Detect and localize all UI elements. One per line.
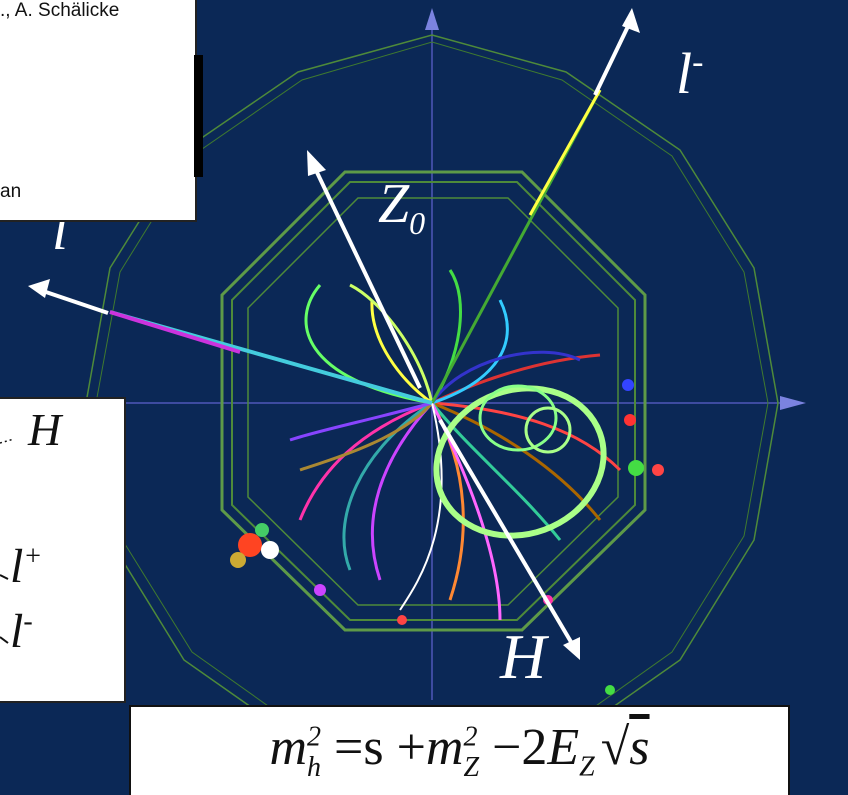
z-boson-label: Z0: [378, 172, 425, 242]
higgs-symbol: H: [500, 621, 547, 692]
higgs-label: H: [500, 620, 546, 694]
calorimeter-hits: [230, 379, 664, 695]
helix-large: [433, 385, 607, 539]
formula-sqrt: √: [600, 719, 630, 777]
helix-small: [524, 406, 572, 454]
lepton-minus-symbol: l: [676, 41, 693, 106]
axis-arrow-right: [780, 396, 806, 410]
axis-arrow-up: [425, 8, 439, 30]
formula-minus-two: −2: [479, 719, 548, 777]
formula-box: m2h =s +m2Z −2EZ√s: [129, 705, 790, 795]
feynman-higgs: H: [28, 403, 61, 456]
feynman-lepton-plus-charge: +: [23, 541, 43, 572]
feynman-lepton-minus-charge: -: [23, 606, 33, 637]
caption-box-edge: [194, 55, 203, 177]
formula-mh-index: h: [307, 751, 322, 783]
inner-detector-2: [231, 181, 636, 621]
lepton-minus-track-hl: [528, 89, 602, 216]
caption-authors: ., A. Schälicke: [0, 0, 120, 21]
feynman-lepton-plus-symbol: l: [10, 540, 24, 593]
formula-mz: m: [425, 719, 464, 777]
z-boson-subscript: 0: [409, 205, 426, 242]
lepton-minus-charge: -: [692, 43, 704, 81]
feynman-lepton-plus: l+: [10, 539, 42, 594]
z-boson-symbol: Z: [378, 173, 410, 235]
lepton-left-track-hl: [109, 310, 241, 354]
momentum-arrows: [28, 8, 640, 660]
feynman-lines: [0, 438, 15, 644]
feynman-lepton-minus-symbol: l: [10, 605, 24, 658]
formula-s: s: [629, 719, 650, 777]
formula-mz-index: Z: [463, 751, 480, 783]
caption-box: ., A. Schälicke an: [0, 0, 203, 222]
lepton-minus-label: l-: [676, 40, 703, 107]
helix-medium: [478, 384, 558, 452]
higgs-mass-formula: m2h =s +m2Z −2EZ√s: [269, 718, 649, 783]
formula-equals-s: =s +: [321, 719, 426, 777]
inner-detector: [220, 170, 647, 632]
inner-detector-3: [247, 197, 619, 606]
feynman-higgs-symbol: H: [28, 404, 62, 455]
caption-fragment: an: [0, 181, 22, 202]
feynman-lepton-minus: l-: [10, 604, 33, 659]
formula-mh-power: 2: [307, 721, 322, 753]
formula-ez-index: Z: [579, 751, 595, 783]
formula-mz-power: 2: [463, 721, 478, 753]
formula-ez: E: [547, 719, 580, 777]
formula-mh: m: [269, 719, 308, 777]
feynman-diagram-box: H l+ l-: [0, 397, 126, 703]
